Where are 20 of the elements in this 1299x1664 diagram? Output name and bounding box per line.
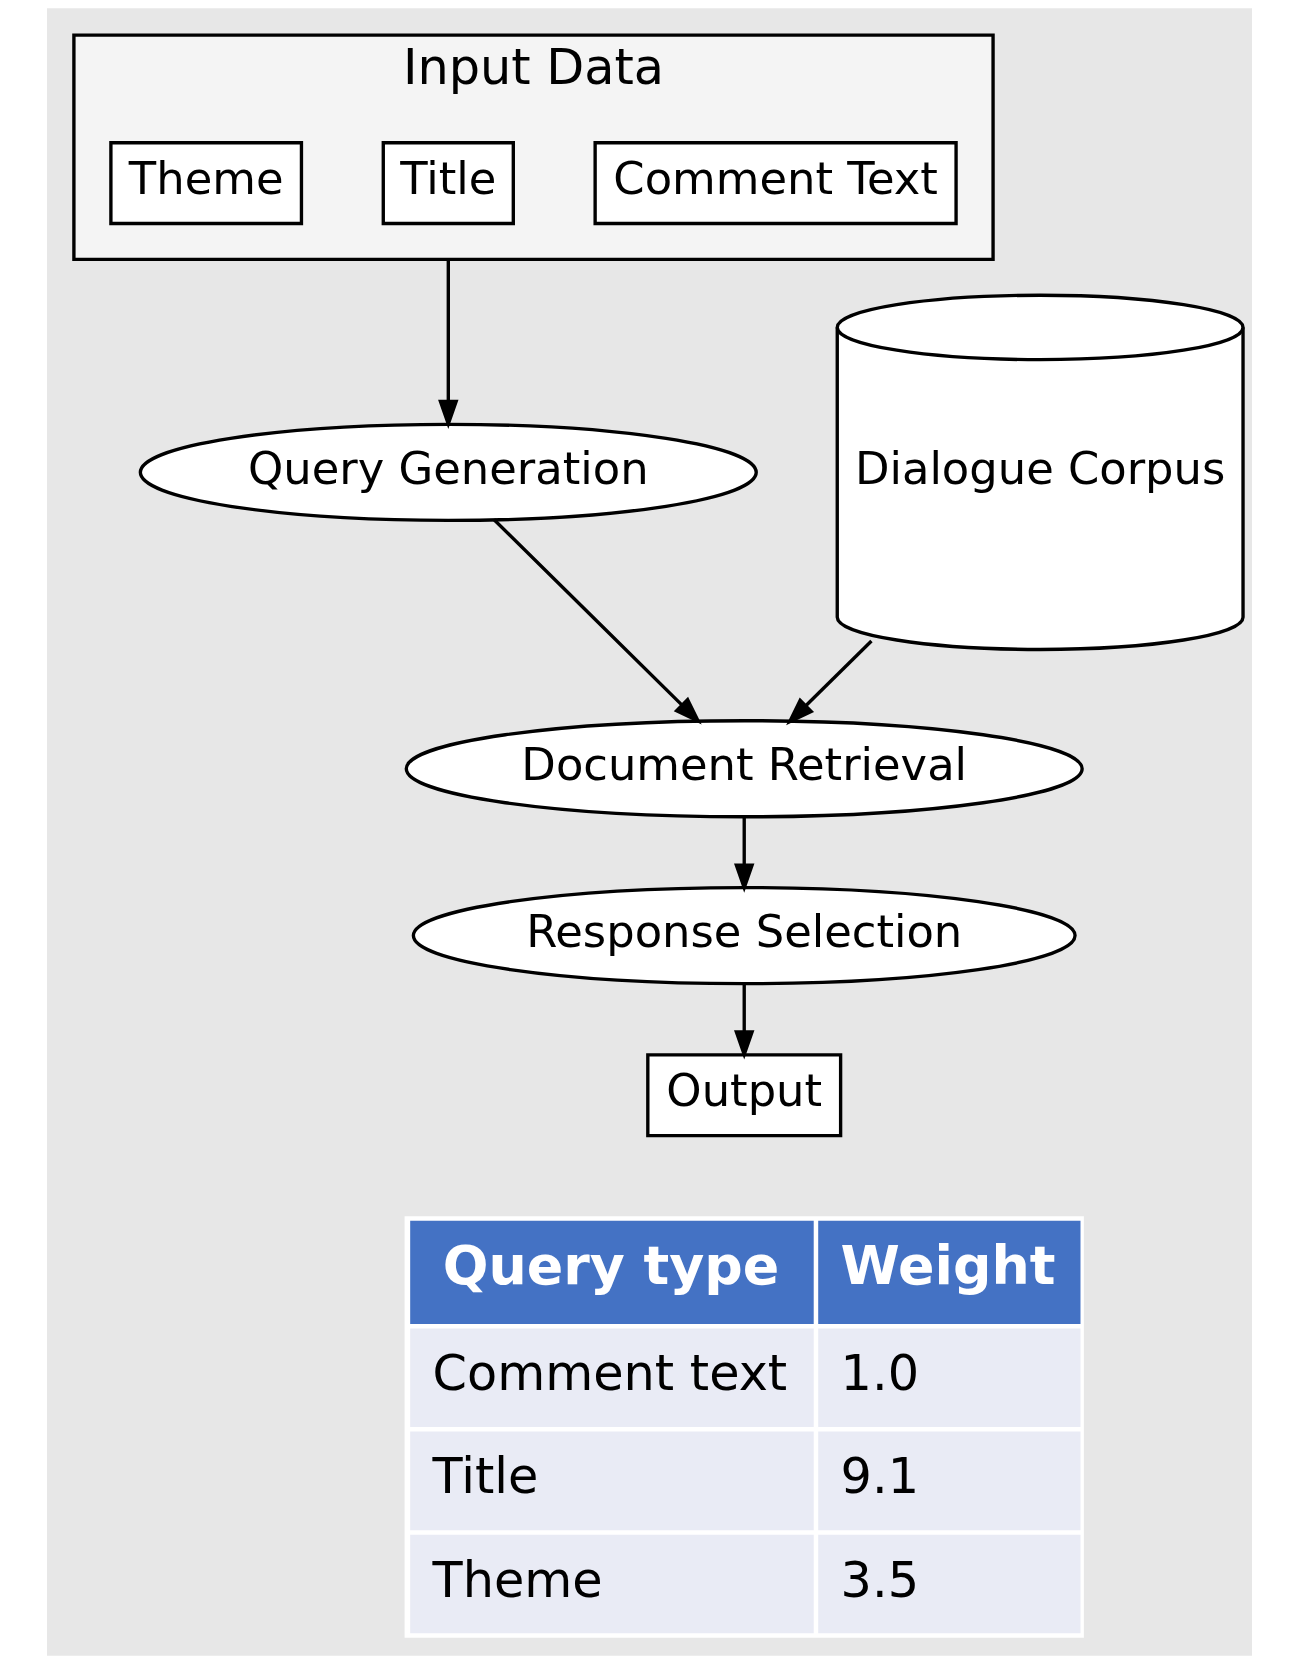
- label: 3.5: [840, 1550, 920, 1609]
- arrow: [734, 817, 755, 893]
- label: 1.0: [840, 1344, 920, 1403]
- arrow: [438, 259, 459, 429]
- node-box: Comment Text: [593, 141, 958, 226]
- label: Weight: [840, 1234, 1056, 1298]
- node-box: Title: [381, 141, 515, 226]
- label: Query type: [442, 1234, 780, 1298]
- label: Theme: [432, 1550, 603, 1609]
- node-box: Theme: [109, 141, 304, 226]
- arrow: [492, 518, 702, 725]
- node-box: Output: [646, 1053, 843, 1138]
- label: Title: [432, 1447, 539, 1506]
- node-ellipse: Response Selection: [411, 885, 1077, 986]
- arrow: [786, 639, 873, 726]
- arrow: [734, 983, 755, 1060]
- node-ellipse: Query Generation: [138, 422, 758, 523]
- label: Comment text: [432, 1344, 788, 1403]
- node-ellipse: Document Retrieval: [404, 719, 1084, 819]
- label: 9.1: [840, 1447, 920, 1506]
